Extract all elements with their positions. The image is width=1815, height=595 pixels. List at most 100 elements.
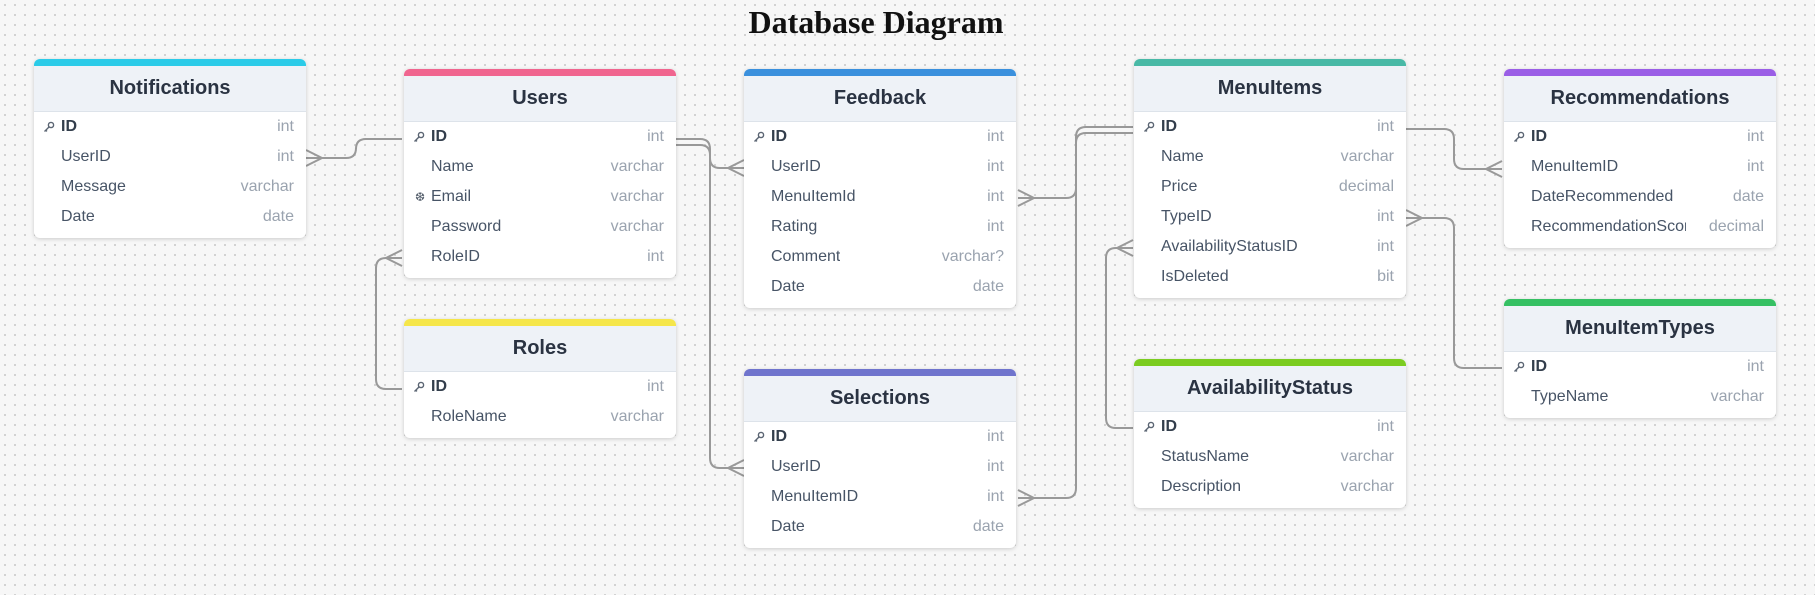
table-title[interactable]: AvailabilityStatus [1134, 366, 1406, 412]
field-name: Price [1161, 178, 1198, 195]
field-row[interactable]: Price decimal [1134, 172, 1406, 202]
field-name: IsDeleted [1161, 268, 1229, 285]
field-row[interactable]: ID int [1504, 122, 1776, 152]
field-type: varchar [608, 182, 664, 212]
field-name: ID [1531, 358, 1547, 375]
table-accent-bar [1134, 359, 1406, 366]
crowfoot-notifications [305, 149, 325, 167]
field-name: RoleID [431, 248, 480, 265]
table-title[interactable]: MenuItems [1134, 66, 1406, 112]
field-type: date [970, 512, 1004, 542]
field-type: int [1375, 232, 1394, 262]
table-accent-bar [1504, 69, 1776, 76]
field-type: int [985, 482, 1004, 512]
field-type: bit [1375, 262, 1394, 292]
field-name: ID [771, 128, 787, 145]
field-name: TypeName [1531, 388, 1609, 405]
field-type: int [1745, 152, 1764, 182]
crowfoot-menuitems-typeid [1405, 209, 1425, 227]
field-type: int [645, 122, 664, 152]
field-type: int [985, 452, 1004, 482]
field-name: Date [771, 278, 805, 295]
crowfoot-selections-userid [725, 459, 745, 477]
link-notifications-users [306, 138, 402, 159]
crowfoot-users-roleid [383, 249, 403, 267]
field-row[interactable]: Rating int [744, 212, 1016, 242]
field-type: decimal [1336, 172, 1394, 202]
field-type: int [1745, 122, 1764, 152]
field-type: int [985, 212, 1004, 242]
field-type: varchar [1338, 472, 1394, 502]
diagram-title: Database Diagram [748, 4, 1004, 40]
field-name: MenuItemId [771, 188, 856, 205]
table-title[interactable]: Users [404, 76, 676, 122]
field-name: Rating [771, 218, 818, 235]
field-name: AvailabilityStatusID [1161, 238, 1298, 255]
table-title[interactable]: Notifications [34, 66, 306, 112]
field-row[interactable]: AvailabilityStatusID int [1134, 232, 1406, 262]
field-name: Message [61, 178, 126, 195]
field-row[interactable]: Date date [744, 512, 1016, 542]
table-title[interactable]: Roles [404, 326, 676, 372]
table-accent-bar [1134, 59, 1406, 66]
field-row[interactable]: IsDeleted bit [1134, 262, 1406, 292]
table-title[interactable]: MenuItemTypes [1504, 306, 1776, 352]
snowflake-icon: ❆ [414, 190, 426, 204]
field-type: decimal [1706, 212, 1764, 242]
field-name: Name [1161, 148, 1204, 165]
field-name: TypeID [1161, 208, 1212, 225]
link-users-selections [676, 144, 744, 469]
field-type: date [970, 272, 1004, 302]
field-name: ID [1161, 418, 1177, 435]
field-type: varchar [608, 402, 664, 432]
crowfoot-menuitems-availabilitystatusid [1114, 239, 1134, 257]
field-type: varchar? [939, 242, 1004, 272]
field-row[interactable]: RecommendationScore decimal [1504, 212, 1776, 242]
field-name: Date [771, 518, 805, 535]
field-row[interactable]: Date date [744, 272, 1016, 302]
table-title[interactable]: Feedback [744, 76, 1016, 122]
field-name: RecommendationScore [1531, 218, 1686, 235]
table-title[interactable]: Selections [744, 376, 1016, 422]
field-name: ID [1531, 128, 1547, 145]
table-title[interactable]: Recommendations [1504, 76, 1776, 122]
field-name: ID [1161, 118, 1177, 135]
